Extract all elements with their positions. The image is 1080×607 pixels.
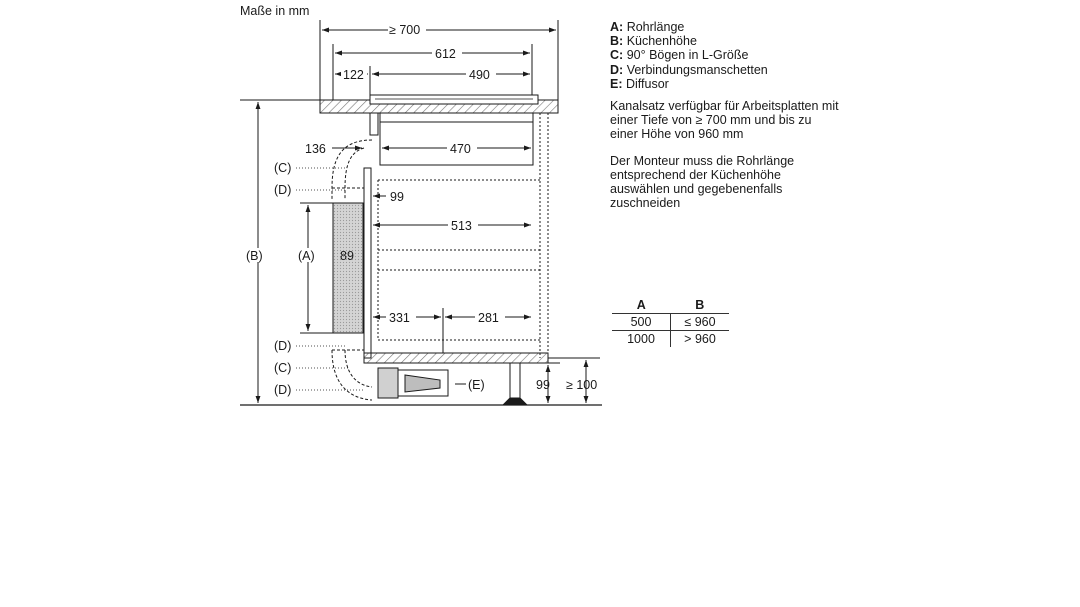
bottom-right-dimension-lines (545, 357, 600, 403)
legend-item-c: C: 90° Bögen in L-Größe (610, 48, 840, 62)
table-row: 500 ≤ 960 (612, 313, 729, 331)
legend-text: Küchenhöhe (626, 34, 697, 49)
note-duct-kit: Kanalsatz verfügbar für Arbeitsplatten m… (610, 99, 839, 142)
table-cell: > 960 (684, 332, 716, 346)
vertical-duct (332, 202, 364, 334)
legend-key: C: (610, 48, 624, 63)
cabinet-outline (377, 113, 549, 358)
plinth-board (363, 352, 549, 364)
dim-513: 513 (451, 219, 472, 233)
callout-c-top: (C) (274, 161, 291, 175)
legend-text: Rohrlänge (626, 20, 685, 34)
dim-min-700: ≥ 700 (389, 23, 420, 37)
dim-min-100: ≥ 100 (566, 378, 597, 392)
legend-text: 90° Bögen in L-Größe (626, 48, 749, 63)
legend-item-b: B: Küchenhöhe (610, 34, 840, 48)
legend-key: A: (610, 20, 624, 34)
callout-c-bottom: (C) (274, 361, 291, 375)
dim-99-top: 99 (390, 190, 404, 204)
legend-text: Diffusor (625, 76, 669, 91)
callout-d-mid: (D) (274, 339, 291, 353)
legend-item-d: D: Verbindungsmanschetten (610, 63, 840, 77)
table-header-b: B (670, 297, 729, 314)
cooktop-body (369, 112, 534, 166)
dim-490: 490 (469, 68, 490, 82)
callout-leaders (296, 167, 365, 391)
dim-331: 331 (389, 311, 410, 325)
legend-panel: A: Rohrlänge B: Küchenhöhe C: 90° Bögen … (610, 20, 840, 210)
legend-text: Verbindungsmanschetten (626, 62, 768, 77)
note-installer: Der Monteur muss die Rohrlänge entsprech… (610, 153, 795, 211)
legend-item-e: E: Diffusor (610, 77, 840, 91)
table-cell: 1000 (612, 330, 671, 347)
dim-281: 281 (478, 311, 499, 325)
duct-path (331, 139, 373, 401)
table-header-row: A B (612, 297, 729, 314)
dim-89: 89 (340, 249, 354, 263)
callout-e: (E) (468, 378, 485, 392)
callout-d-bottom: (D) (274, 383, 291, 397)
callout-b: (B) (246, 249, 263, 263)
dim-612: 612 (435, 47, 456, 61)
callout-a: (A) (298, 249, 315, 263)
diffuser (377, 367, 449, 399)
table-row: 1000 > 960 (612, 330, 729, 347)
dim-99-bottom: 99 (536, 378, 550, 392)
legend-key: E: (610, 76, 623, 91)
legend-item-a: A: Rohrlänge (610, 20, 840, 34)
callout-d-top: (D) (274, 183, 291, 197)
unit-label: Maße in mm (240, 4, 309, 18)
legend-key: B: (610, 34, 624, 49)
table-cell: 500 (612, 313, 671, 331)
table-cell: ≤ 960 (670, 313, 729, 331)
worktop (319, 94, 559, 114)
dim-470: 470 (450, 142, 471, 156)
table-header-a: A (612, 297, 671, 314)
cabinet-leg (501, 362, 529, 406)
dim-122: 122 (343, 68, 364, 82)
dim-136: 136 (305, 142, 326, 156)
legend-key: D: (610, 62, 624, 77)
back-panel (363, 167, 372, 359)
length-height-table: A B 500 ≤ 960 1000 > 960 (612, 297, 729, 347)
